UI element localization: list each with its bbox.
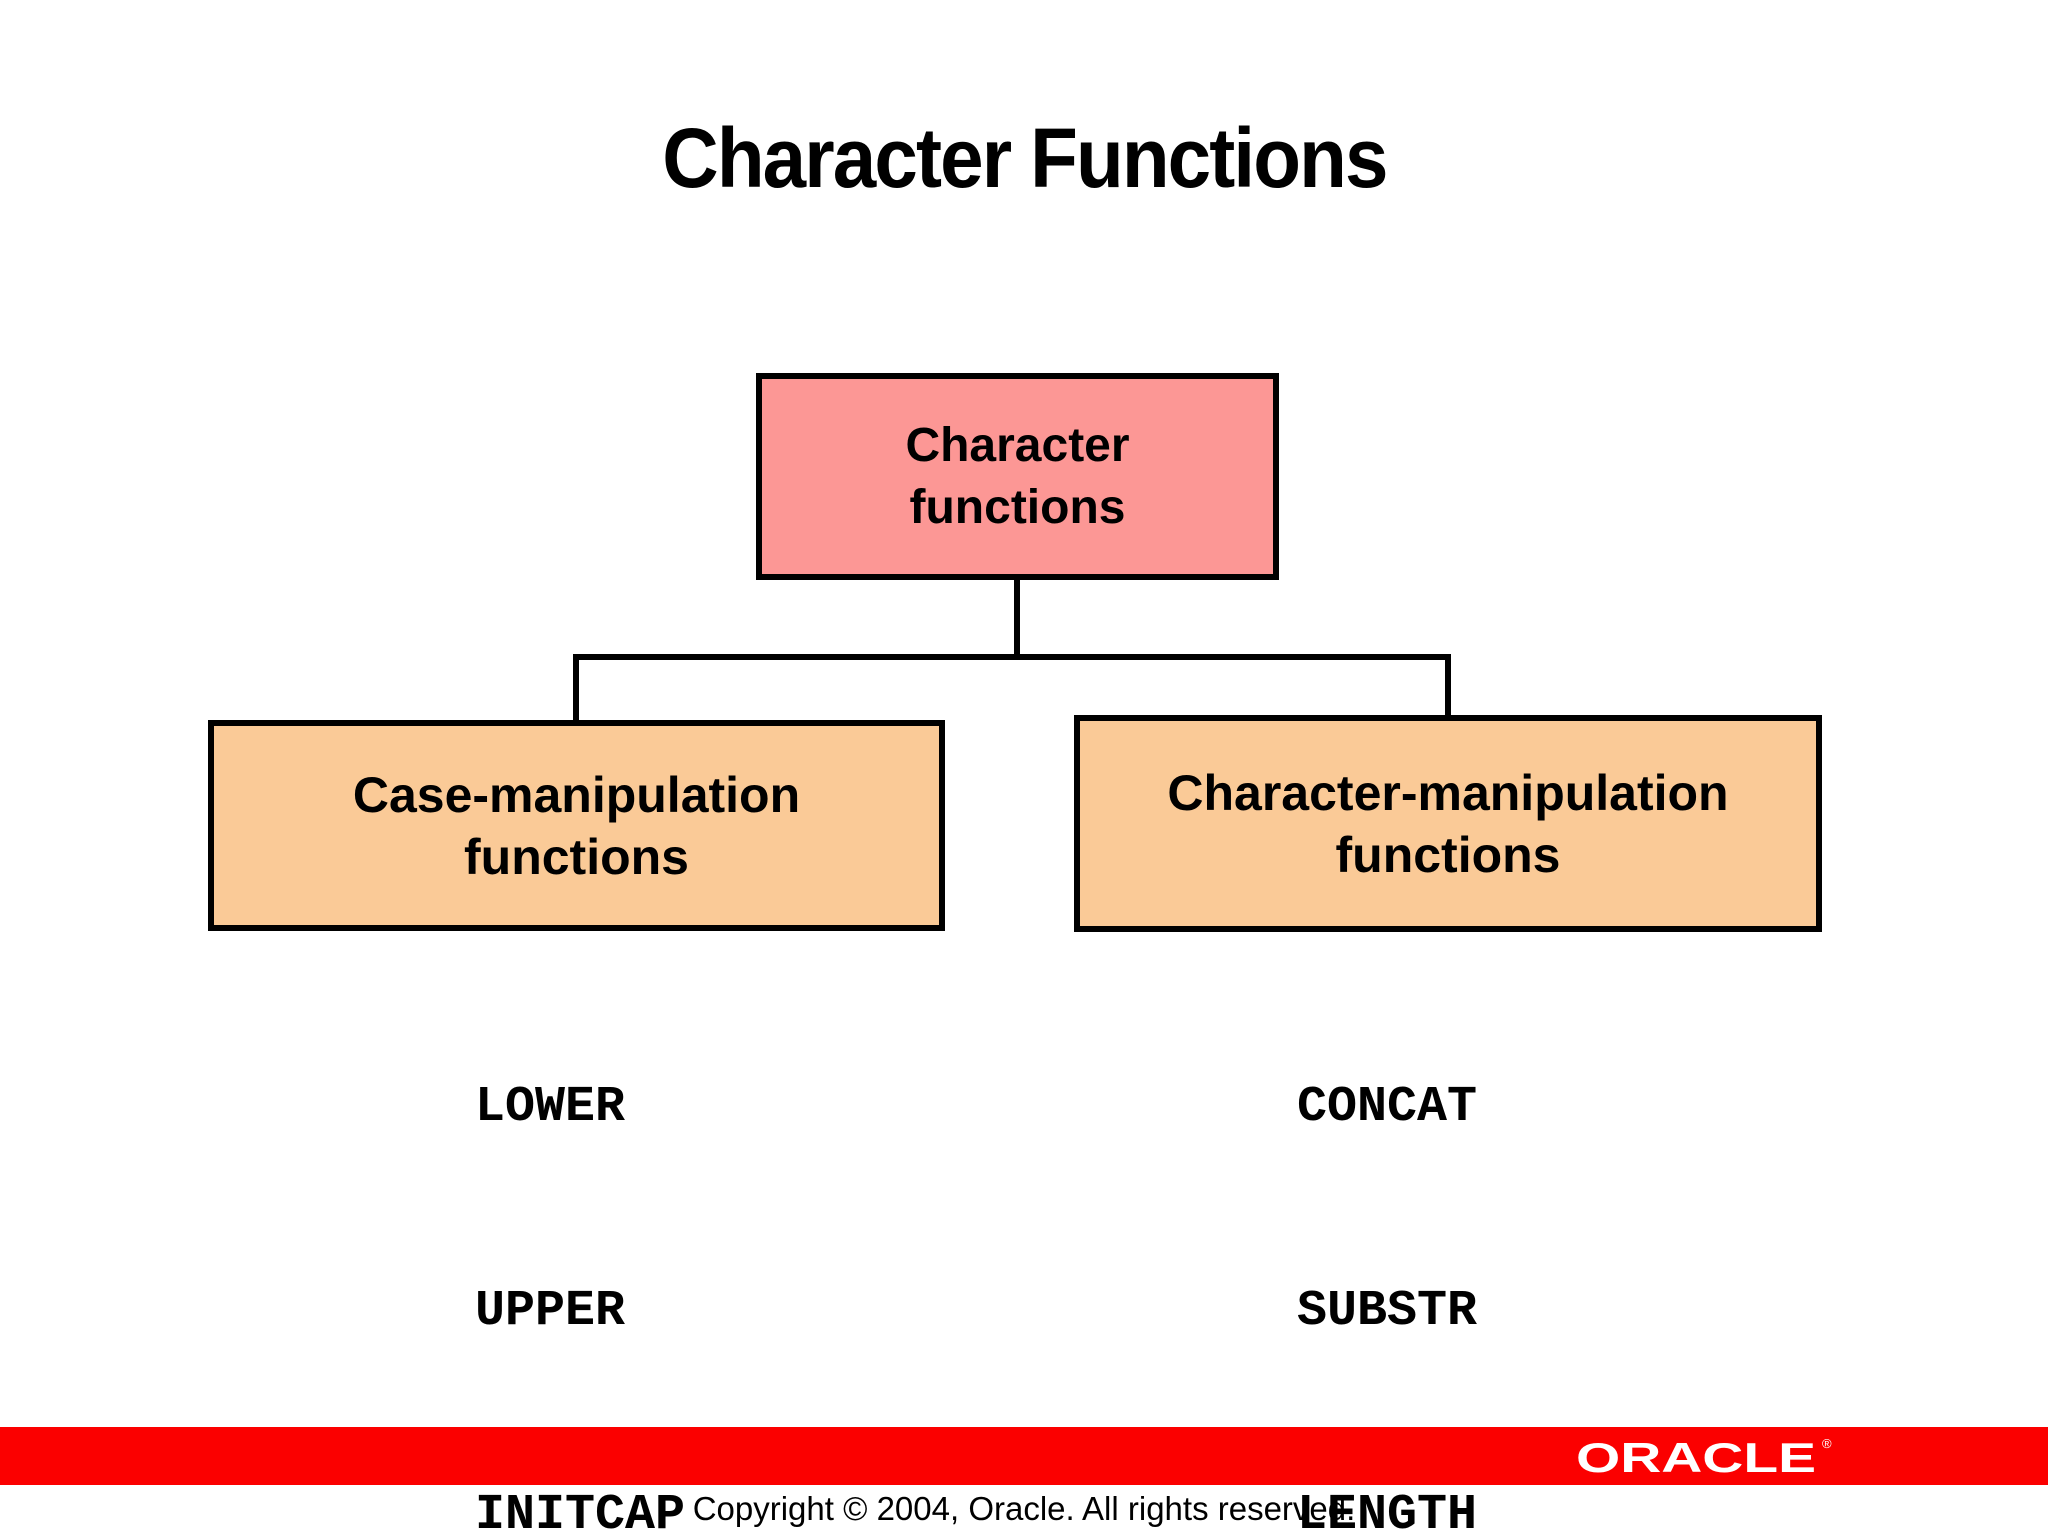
node-label-line: Character <box>905 418 1130 472</box>
node-label-line: functions <box>1335 826 1561 883</box>
list-item: LOWER <box>475 1079 626 1136</box>
page-title: Character Functions <box>0 116 2048 200</box>
oracle-logo-text: ORACLE <box>1576 1434 1816 1480</box>
node-character-manipulation: Character-manipulation functions <box>1074 715 1822 932</box>
list-item: CONCAT <box>1297 1079 1478 1136</box>
node-case-manipulation: Case-manipulation functions <box>208 720 945 931</box>
list-item: INITCAP <box>475 1487 686 1536</box>
list-item: UPPER <box>475 1283 626 1340</box>
connector-right-drop <box>1445 654 1451 719</box>
case-function-list: LOWER UPPER INITCAP <box>475 938 685 1536</box>
connector-left-drop <box>573 654 579 724</box>
node-label-line: Case-manipulation <box>352 766 801 823</box>
footer-bar: ORACLE ® <box>0 1427 2048 1485</box>
connector-root-stem <box>1014 578 1020 660</box>
list-item: LENGTH <box>1297 1487 1478 1536</box>
page-title-text: Character Functions <box>661 111 1388 205</box>
oracle-logo: ORACLE ® <box>1576 1434 1836 1481</box>
list-item: SUBSTR <box>1297 1283 1478 1340</box>
node-label-line: functions <box>464 828 689 885</box>
registered-trademark-icon: ® <box>1822 1436 1832 1451</box>
copyright-text: Copyright © 2004, Oracle. All rights res… <box>692 1490 1356 1527</box>
oracle-logo-svg: ORACLE ® <box>1576 1434 1832 1481</box>
character-function-list: CONCAT SUBSTR LENGTH INSTR LPAD | RPAD T… <box>1297 938 1627 1536</box>
connector-crossbar <box>573 654 1451 660</box>
node-label-line: functions <box>909 480 1126 534</box>
node-label-line: Character-manipulation <box>1167 764 1729 821</box>
node-character-functions: Character functions <box>756 373 1279 580</box>
